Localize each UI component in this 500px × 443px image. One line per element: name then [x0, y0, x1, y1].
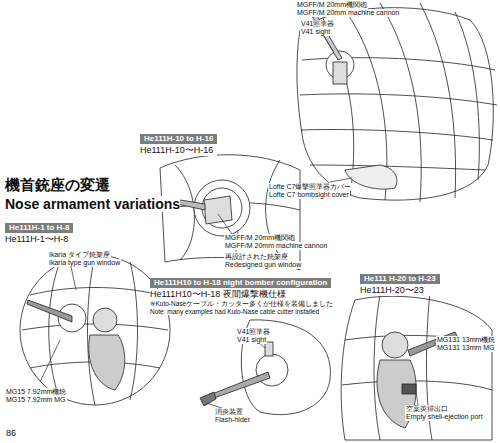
- nose-h10-h16: [297, 3, 497, 202]
- callout-label: 消炎装置: [214, 408, 244, 416]
- subheading: He111H10〜H-18 夜間爆撃機仕様: [150, 289, 333, 300]
- callout-label: MG131 13mm MG: [436, 344, 496, 352]
- note-text: ※Kuto-Naseケーブル・カッター多くが仕様を装備しました: [150, 300, 333, 308]
- heading-banner: He111H-1 to H-8: [5, 216, 73, 234]
- callout-label: Empty shell-ejection port: [405, 413, 484, 421]
- callout-label: MGFF/M 20mm機関砲: [296, 1, 368, 9]
- callout-label: Flash-hider: [214, 416, 251, 424]
- callout-label: 空薬莢排出口: [405, 405, 449, 413]
- callout-label: MG131 13mm機銃: [436, 336, 496, 344]
- heading-banner: He111H-10 to H-16: [140, 127, 217, 145]
- heading-banner: He111H10 to H-18 night bomber configurat…: [150, 271, 333, 289]
- nose-h10-h16-side: [160, 155, 300, 270]
- heading-banner: He111 H-20 to H-23: [360, 267, 440, 285]
- callout-label: MGFF/M 20mm machine cannon: [224, 242, 328, 250]
- subheading: He111H-1〜H-8: [5, 234, 73, 245]
- banner-text: He111 H-20 to H-23: [360, 274, 440, 284]
- callout-label: MGFF/M 20mm machine cannon: [296, 9, 400, 17]
- title: 機首銃座の変遷: [5, 176, 110, 195]
- note-text: Note: many examples had Kuto-Nase cable …: [150, 308, 333, 316]
- subtitle: Nose armament variations: [5, 196, 180, 212]
- page-number: 86: [5, 428, 17, 438]
- banner-text: He111H-1 to H-8: [5, 223, 73, 233]
- variant-heading: He111H-1 to H-8He111H-1〜H-8: [5, 216, 73, 245]
- callout-label: Lofte C7 bombsight cover: [268, 191, 350, 199]
- nose-h20-h23: [341, 293, 492, 440]
- banner-text: He111H10 to H-18 night bomber configurat…: [150, 278, 331, 288]
- callout-label: V41 sight: [236, 336, 267, 344]
- callout-label: Lofte C7爆撃照準器カバー: [268, 183, 352, 191]
- callout-label: Redesigned gun window: [224, 261, 302, 269]
- nose-h10-h18-night: [200, 320, 330, 415]
- callout-label: V41照準器: [236, 328, 271, 336]
- banner-text: He111H-10 to H-16: [140, 134, 217, 144]
- variant-heading: He111H-10 to H-16He111H-10〜H-16: [140, 127, 217, 156]
- callout-label: Ikaria タイプ銃架座: [48, 251, 111, 259]
- variant-heading: He111 H-20 to H-23He111H-20〜23: [360, 267, 440, 296]
- callout-label: MG15 7.92mm MG: [5, 396, 67, 404]
- callout-label: Ikaria type gun window: [48, 259, 121, 267]
- callout-label: V41照準器: [300, 20, 335, 28]
- nose-h1-h8: [20, 255, 170, 405]
- subheading: He111H-10〜H-16: [140, 145, 217, 156]
- callout-label: V41 sight: [300, 28, 331, 36]
- callout-label: MGFF/M 20mm機関砲: [224, 234, 296, 242]
- callout-label: MG15 7.92mm機銃: [5, 388, 67, 396]
- callout-label: 再設計された銃架座: [224, 253, 289, 261]
- variant-heading: He111H10 to H-18 night bomber configurat…: [150, 271, 333, 315]
- subheading: He111H-20〜23: [360, 285, 440, 296]
